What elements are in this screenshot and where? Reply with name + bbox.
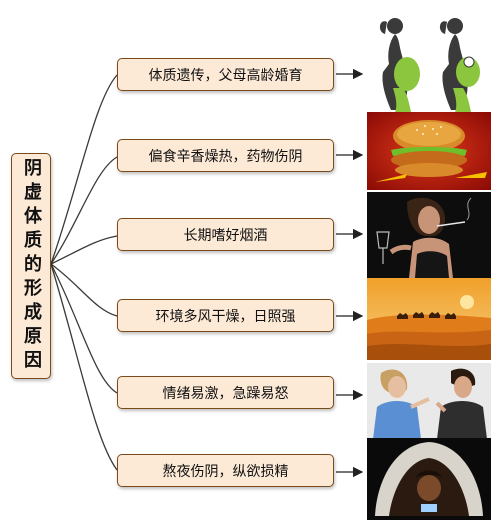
cause-label: 长期嗜好烟酒 <box>183 227 268 244</box>
branch-line-5 <box>50 263 118 394</box>
branch-line-4 <box>50 263 118 317</box>
arguing-couple-image <box>367 363 491 439</box>
cause-label: 环境多风干燥，日照强 <box>155 308 296 325</box>
desert-camel-caravan-image <box>367 278 491 360</box>
root-label: 阴虚体质的形成原因 <box>21 158 42 374</box>
root-node: 阴虚体质的形成原因 <box>11 153 51 379</box>
cause-label: 熬夜伤阴，纵欲损精 <box>162 463 289 480</box>
person-under-blanket-image <box>367 438 491 520</box>
branch-line-6 <box>50 263 118 471</box>
cause-node-diet: 偏食辛香燥热，药物伤阴 <box>117 139 334 172</box>
branch-line-1 <box>50 74 118 265</box>
cause-node-late-nights: 熬夜伤阴，纵欲损精 <box>117 454 334 487</box>
cause-node-genetics: 体质遗传，父母高龄婚育 <box>117 58 334 91</box>
cause-node-environment: 环境多风干燥，日照强 <box>117 299 334 332</box>
branch-line-3 <box>50 235 118 265</box>
cause-node-smoking-drinking: 长期嗜好烟酒 <box>117 218 334 251</box>
cause-label: 情绪易激，急躁易怒 <box>162 385 289 402</box>
cause-label: 体质遗传，父母高龄婚育 <box>148 67 303 84</box>
pregnant-women-silhouette-image <box>367 12 491 114</box>
fried-chicken-burger-image <box>367 112 491 190</box>
cause-label: 偏食辛香燥热，药物伤阴 <box>148 148 303 165</box>
branch-line-2 <box>50 156 118 265</box>
woman-smoking-drinking-image <box>367 192 491 278</box>
cause-node-emotion: 情绪易激，急躁易怒 <box>117 376 334 409</box>
